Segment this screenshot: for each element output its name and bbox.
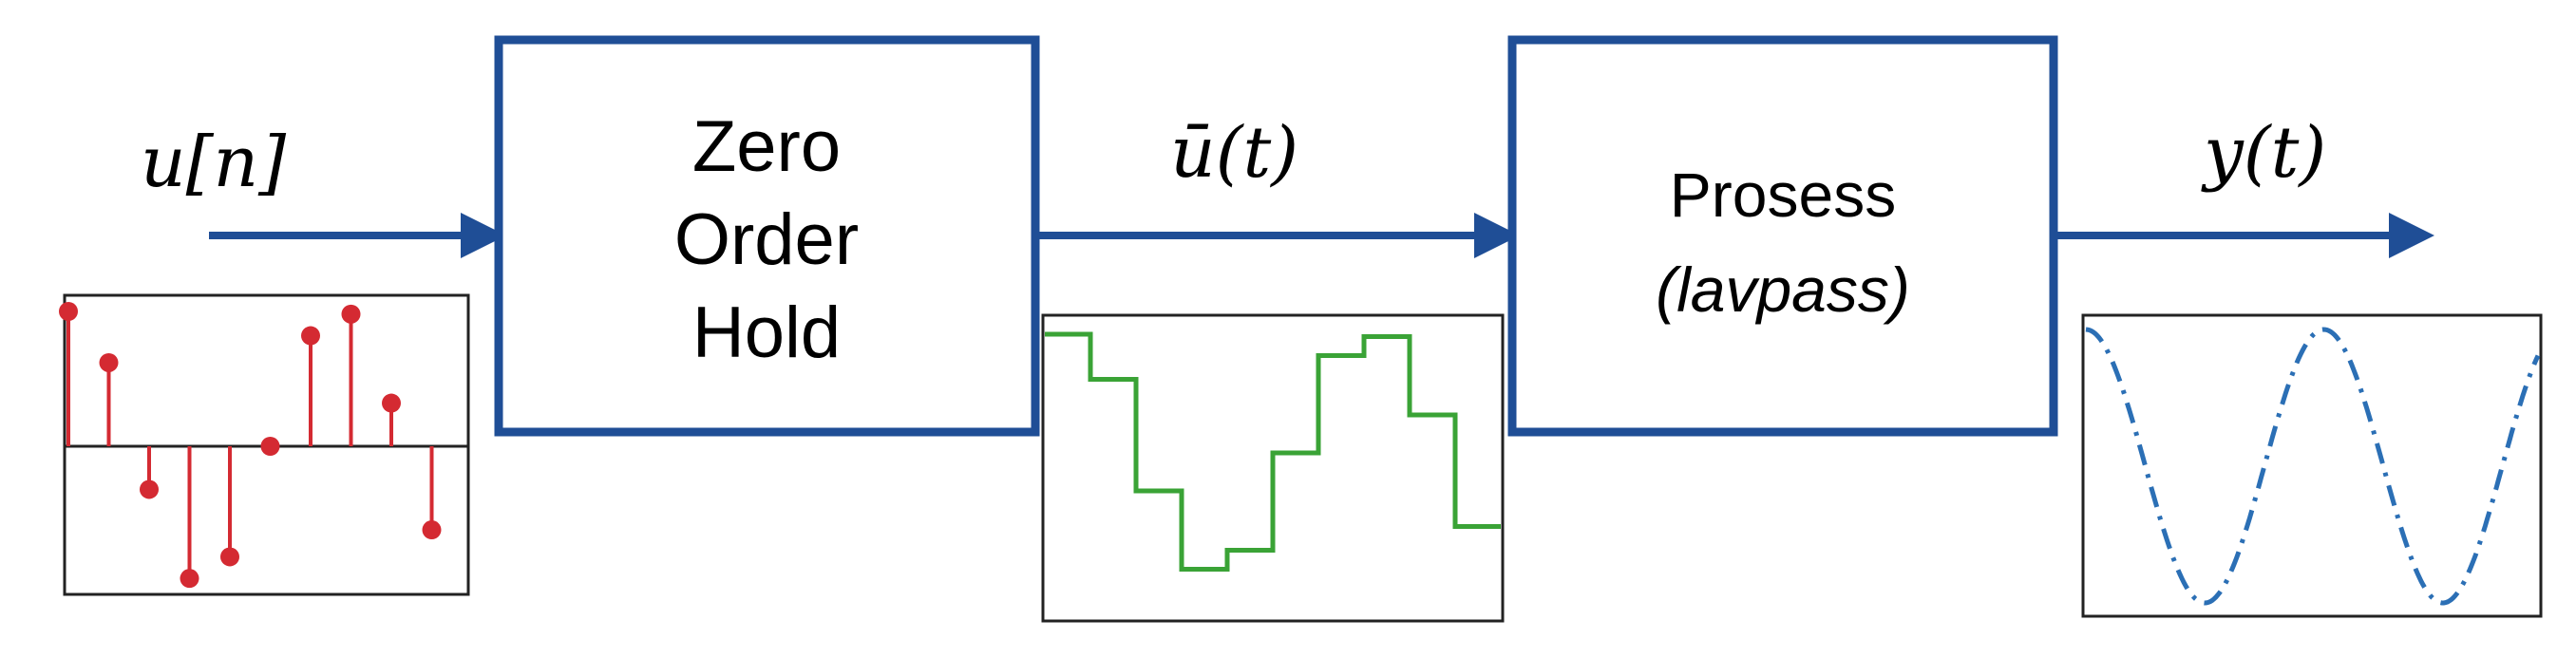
stem-marker	[180, 569, 199, 589]
process-title: Prosess	[1670, 160, 1896, 230]
zoh-block: Zero Order Hold	[494, 35, 1040, 437]
stem-marker	[99, 352, 119, 372]
process-output-plot	[2081, 313, 2543, 618]
process-subtitle: (lavpass)	[1656, 254, 1910, 325]
input-signal-label: u[n]	[141, 122, 286, 203]
zoh-label-line-3: Hold	[692, 292, 841, 373]
held-signal-label: ū(t)	[1170, 112, 1298, 194]
discrete-stems	[59, 302, 442, 589]
stem-marker	[140, 479, 159, 499]
process-block-frame	[1507, 35, 2058, 437]
output-plot-frame	[2081, 313, 2543, 618]
zoh-block-frame	[494, 35, 1040, 437]
stem-marker	[382, 393, 401, 413]
zoh-output-plot	[1041, 313, 1505, 623]
discrete-input-plot	[59, 293, 470, 596]
zoh-step-trace	[1045, 331, 1501, 572]
stem-marker	[59, 302, 78, 321]
stem-marker	[422, 520, 442, 540]
stem-marker	[260, 437, 280, 456]
zoh-label-line-1: Zero	[692, 106, 841, 187]
process-block: Prosess (lavpass)	[1507, 35, 2058, 437]
output-signal-label: y(t)	[2201, 112, 2326, 194]
zoh-label-line-2: Order	[674, 199, 859, 280]
stem-marker	[301, 326, 320, 346]
stem-marker	[220, 547, 239, 567]
output-cosine-trace	[2085, 327, 2541, 606]
stem-marker	[341, 304, 361, 324]
